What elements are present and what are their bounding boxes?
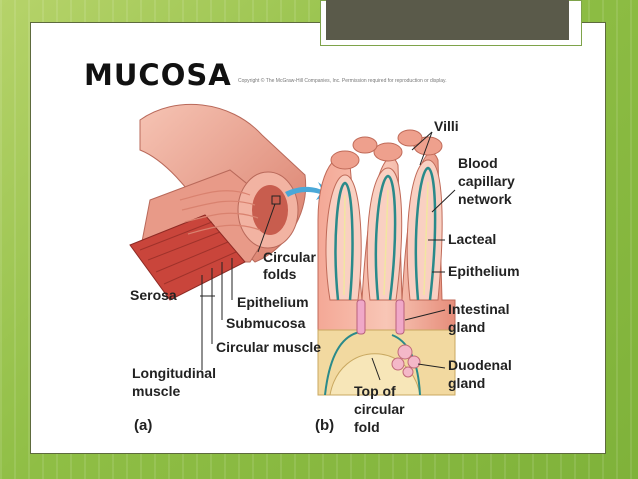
slide-tab-block — [326, 0, 569, 40]
label-epithelium-a: Epithelium — [237, 294, 309, 310]
label-circular-folds-1: Circular — [263, 249, 316, 265]
panel-b-labels: Villi Blood capillary network Lacteal Ep… — [315, 118, 520, 435]
copyright-note: Copyright © The McGraw-Hill Companies, I… — [238, 78, 447, 84]
label-duodenal-2: gland — [448, 375, 485, 391]
label-longitudinal-1: Longitudinal — [132, 365, 216, 381]
panel-a-tag: (a) — [134, 417, 152, 434]
panel-a-labels: Circular folds Serosa Epithelium Submuco… — [130, 249, 321, 434]
label-lacteal: Lacteal — [448, 231, 496, 247]
panel-b-tag: (b) — [315, 417, 334, 434]
label-longitudinal-2: muscle — [132, 383, 180, 399]
label-topfold-3: fold — [354, 419, 380, 435]
label-topfold-1: Top of — [354, 383, 396, 399]
label-submucosa: Submucosa — [226, 315, 306, 331]
page-title: MUCOSA — [84, 58, 232, 92]
label-blood-1: Blood — [458, 155, 498, 171]
villi-section-b — [317, 129, 456, 396]
label-intestinal-1: Intestinal — [448, 301, 509, 317]
label-intestinal-2: gland — [448, 319, 485, 335]
label-blood-2: capillary — [458, 173, 515, 189]
label-epithelium-b: Epithelium — [448, 263, 520, 279]
label-topfold-2: circular — [354, 401, 405, 417]
label-serosa: Serosa — [130, 287, 177, 303]
leader-lines — [200, 131, 456, 381]
label-duodenal-1: Duodenal — [448, 357, 512, 373]
intestine-section-a — [129, 103, 307, 301]
label-circular-folds-2: folds — [263, 266, 297, 282]
label-villi: Villi — [434, 118, 459, 134]
label-blood-3: network — [458, 191, 512, 207]
label-circular-muscle: Circular muscle — [216, 339, 321, 355]
